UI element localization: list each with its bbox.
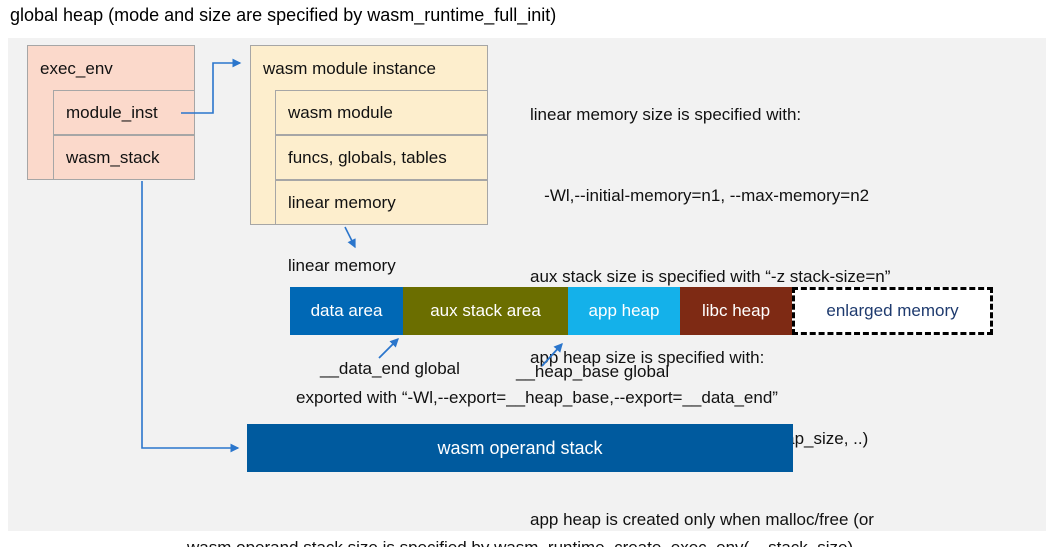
- module-instance-field-wasm-module: wasm module: [275, 90, 488, 135]
- wasm-module-instance-label: wasm module instance: [263, 58, 436, 78]
- footer-line: wasm operand stack size is specified by …: [187, 534, 853, 547]
- exec-env-label: exec_env: [40, 58, 113, 78]
- note-line: app heap is created only when malloc/fre…: [530, 510, 874, 529]
- module-instance-field-linear-memory: linear memory: [275, 180, 488, 225]
- wasm-operand-stack-bar: wasm operand stack: [247, 424, 793, 472]
- segment-libc-heap: libc heap: [680, 287, 792, 335]
- heap-base-global-label: __heap_base global: [516, 362, 670, 381]
- exec-env-field-wasm-stack: wasm_stack: [53, 135, 195, 180]
- note-line: app heap size is specified with:: [530, 348, 765, 367]
- note-line: -Wl,--initial-memory=n1, --max-memory=n2: [530, 186, 870, 205]
- segment-aux-stack-area: aux stack area: [403, 287, 568, 335]
- segment-enlarged-memory: enlarged memory: [792, 287, 993, 335]
- exec-env-field-module-inst: module_inst: [53, 90, 195, 135]
- note-line: aux stack size is specified with “-z sta…: [530, 267, 891, 286]
- linear-memory-label: linear memory: [288, 256, 396, 275]
- segment-app-heap: app heap: [568, 287, 680, 335]
- memory-size-notes: linear memory size is specified with: -W…: [530, 47, 890, 547]
- operand-stack-notes: wasm operand stack size is specified by …: [187, 480, 853, 547]
- export-note: exported with “-Wl,--export=__heap_base,…: [296, 388, 778, 407]
- segment-data-area: data area: [290, 287, 403, 335]
- note-line: linear memory size is specified with:: [530, 105, 802, 124]
- module-instance-field-funcs-globals-tables: funcs, globals, tables: [275, 135, 488, 180]
- data-end-global-label: __data_end global: [320, 359, 460, 378]
- page-title: global heap (mode and size are specified…: [10, 5, 557, 25]
